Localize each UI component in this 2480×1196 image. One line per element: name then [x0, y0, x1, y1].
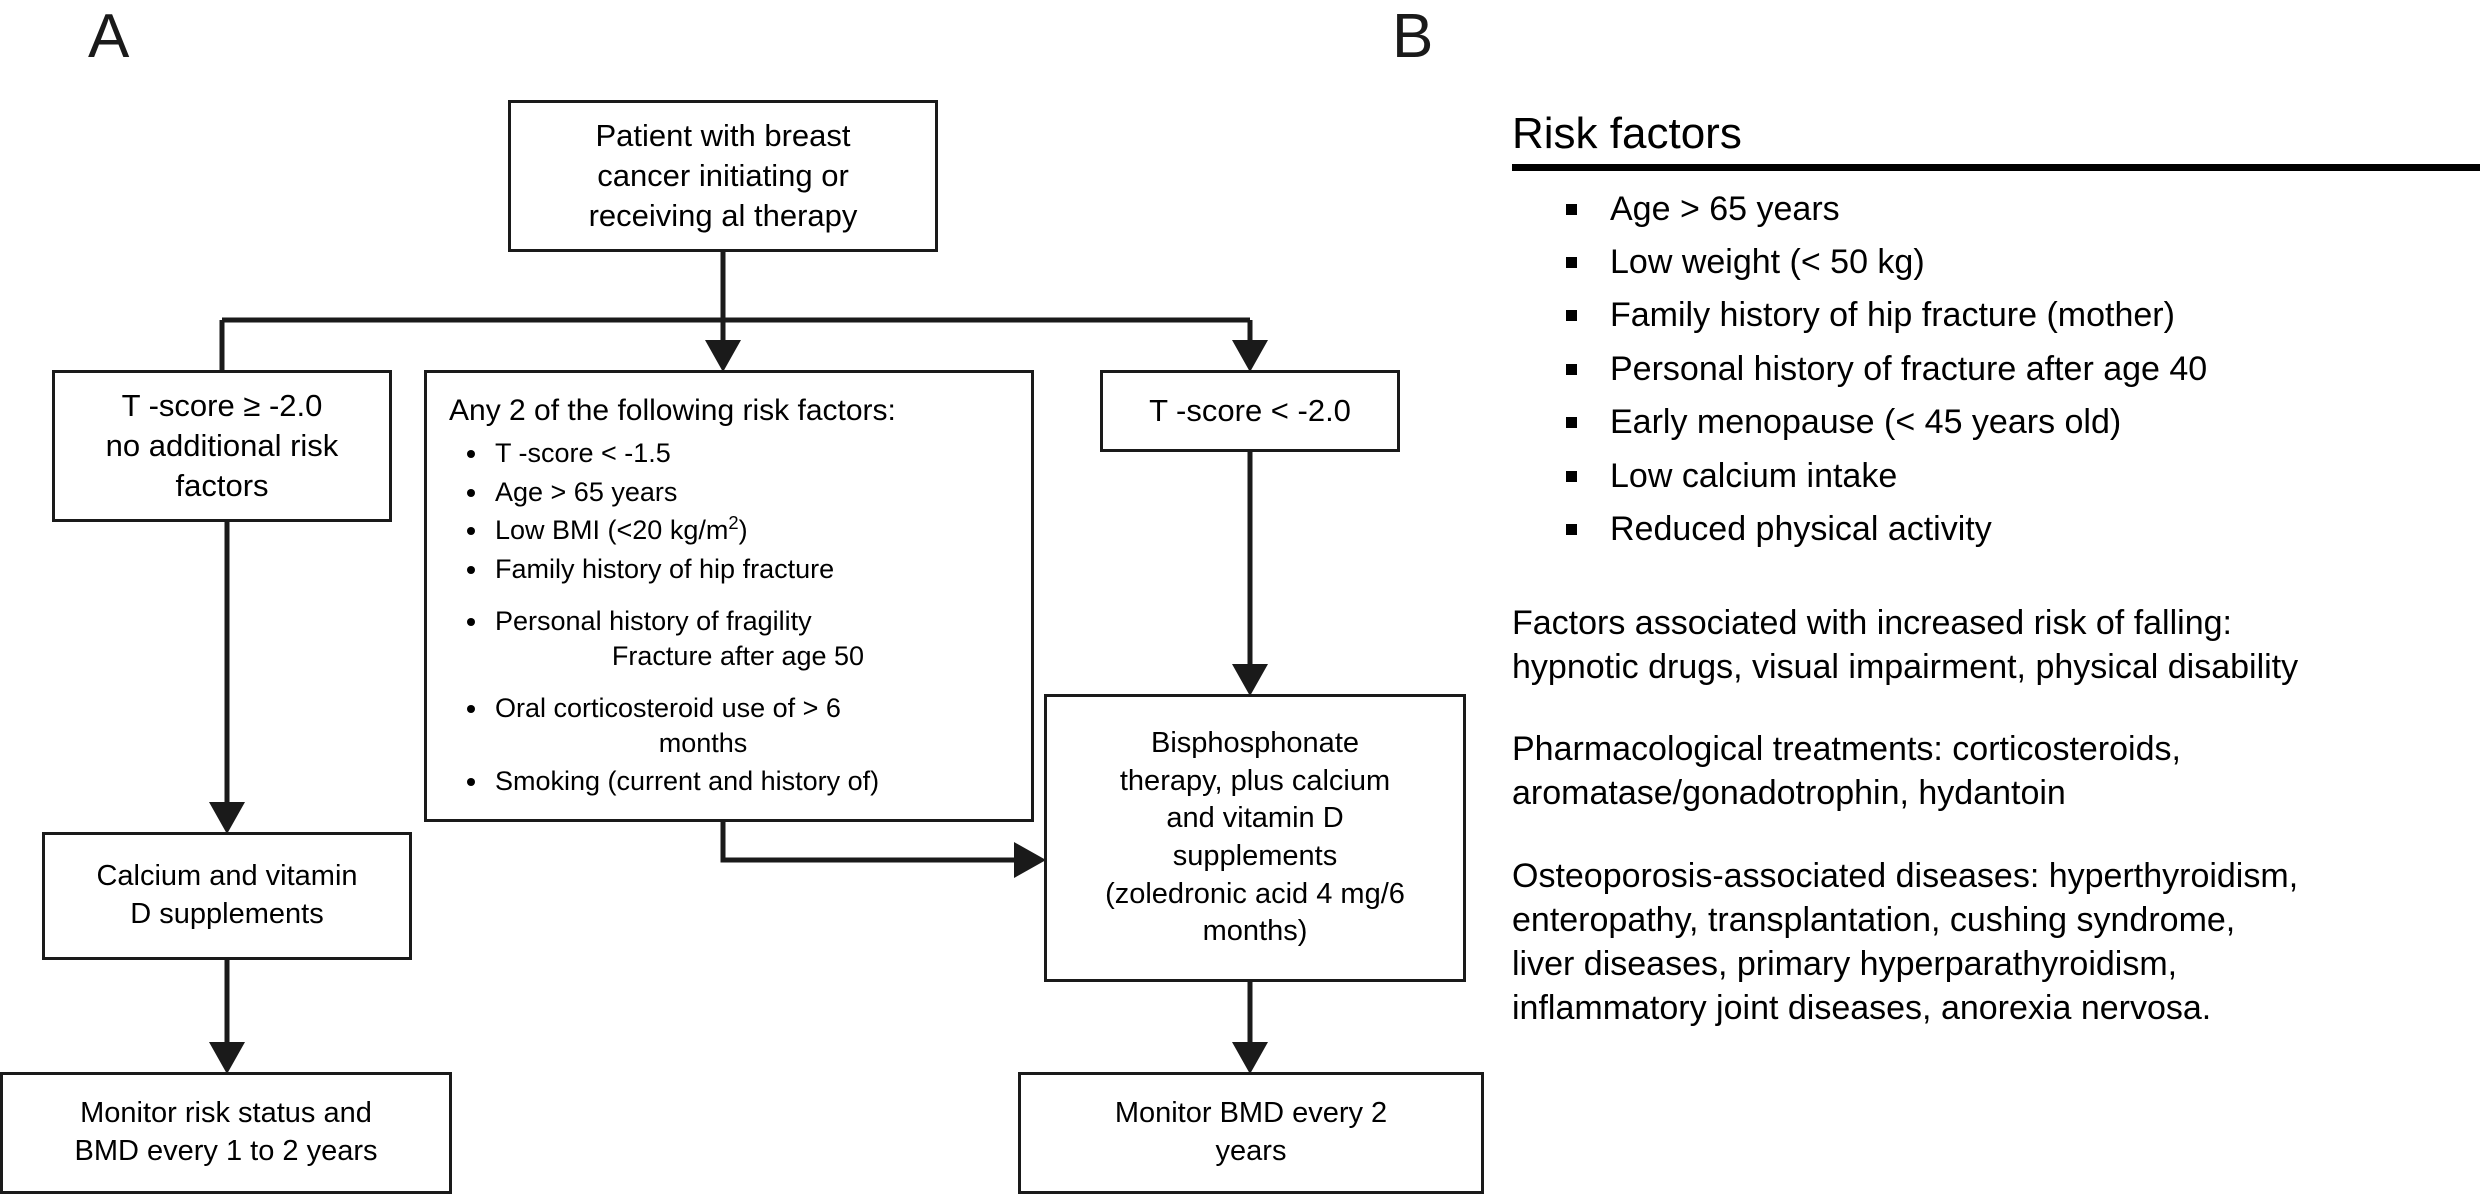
node-tscore-high: T -score ≥ -2.0 no additional risk facto…	[52, 370, 392, 522]
riskbox-item: Smoking (current and history of)	[461, 764, 1021, 799]
riskbox-item: Family history of hip fracture	[461, 552, 1021, 587]
osteoporosis-line: enteropathy, transplantation, cushing sy…	[1512, 900, 2236, 939]
arrowhead-monitor-left	[209, 1042, 245, 1074]
falling-risk-line: hypnotic drugs, visual impairment, physi…	[1512, 647, 2299, 686]
pharmacological-line: aromatase/gonadotrophin, hydantoin	[1512, 774, 2066, 813]
wire-riskbox-to-bisphos	[720, 822, 1030, 863]
riskbox-item-text: Age > 65 years	[495, 476, 678, 507]
node-risk-factor-criteria: Any 2 of the following risk factors: T -…	[424, 370, 1034, 822]
node-monitor-right-line1: Monitor BMD every 2	[1114, 1097, 1388, 1130]
node-bisphos-line2: therapy, plus calcium	[1119, 764, 1391, 797]
pharmacological-line: Pharmacological treatments: corticostero…	[1512, 730, 2181, 769]
risk-factors-list: Age > 65 years Low weight (< 50 kg) Fami…	[1512, 189, 2452, 551]
node-top-line2: cancer initiating or	[597, 157, 849, 193]
arrowhead-bisphos-left	[1014, 842, 1046, 878]
node-tscore-low: T -score < -2.0	[1100, 370, 1400, 452]
node-tscore-high-line2: no additional risk	[105, 427, 339, 463]
node-tscore-low-line1: T -score < -2.0	[1149, 392, 1351, 428]
node-patient-initiating-ai-therapy: Patient with breast cancer initiating or…	[508, 100, 938, 252]
risk-factor-item: Early menopause (< 45 years old)	[1564, 402, 2452, 443]
node-tscore-high-line1: T -score ≥ -2.0	[121, 387, 323, 423]
node-calcium-line2: D supplements	[130, 898, 324, 930]
falling-risk-paragraph: Factors associated with increased risk o…	[1512, 563, 2452, 689]
osteoporosis-line: liver diseases, primary hyperparathyroid…	[1512, 944, 2178, 983]
riskbox-item-superscript: 2	[728, 512, 739, 534]
riskbox-item-continuation: Fracture after age 50	[611, 640, 865, 671]
node-monitor-bmd: Monitor BMD every 2 years	[1018, 1072, 1484, 1194]
heading-rule	[1512, 163, 2480, 171]
node-calcium-line1: Calcium and vitamin	[96, 860, 358, 893]
pharmacological-treatments-paragraph: Pharmacological treatments: corticostero…	[1512, 689, 2452, 815]
arrowhead-centre-branch	[705, 340, 741, 372]
riskbox-item-text: Personal history of fragility	[495, 606, 812, 637]
risk-factors-heading: Risk factors	[1512, 109, 1742, 158]
risk-factor-item: Age > 65 years	[1564, 189, 2452, 230]
riskbox-item: Age > 65 years	[461, 475, 1021, 510]
arrowhead-calcium	[209, 802, 245, 834]
riskbox-item-tail: )	[738, 515, 748, 546]
riskbox-item: T -score < -1.5	[461, 436, 1021, 471]
riskbox-item-text: Smoking (current and history of)	[495, 766, 880, 797]
risk-factor-item: Family history of hip fracture (mother)	[1564, 295, 2452, 336]
node-bisphos-line4: supplements	[1172, 840, 1338, 872]
arrowhead-monitor-right	[1232, 1042, 1268, 1074]
riskbox-item-text: Family history of hip fracture	[495, 553, 835, 584]
falling-risk-line: Factors associated with increased risk o…	[1512, 603, 2232, 642]
node-monitor-left-line1: Monitor risk status and	[80, 1097, 372, 1130]
osteoporosis-line: Osteoporosis-associated diseases: hypert…	[1512, 856, 2299, 895]
riskbox-item: Oral corticosteroid use of > 6 months	[461, 691, 1021, 760]
arrowhead-bisphos-top	[1232, 664, 1268, 696]
riskbox-item-text: Low BMI (<20 kg/m	[495, 515, 729, 546]
panel-label-b: B	[1392, 2, 1434, 71]
node-bisphos-line1: Bisphosphonate	[1151, 726, 1359, 759]
node-top-line1: Patient with breast	[595, 117, 851, 153]
node-calcium-vitamin-d: Calcium and vitamin D supplements	[42, 832, 412, 960]
risk-factor-item: Low calcium intake	[1564, 456, 2452, 497]
node-monitor-right-line2: years	[1215, 1135, 1287, 1167]
node-bisphos-line6: months)	[1202, 915, 1308, 948]
osteoporosis-line: inflammatory joint diseases, anorexia ne…	[1512, 989, 2212, 1028]
arrowhead-right-branch	[1232, 340, 1268, 372]
node-monitor-risk-status: Monitor risk status and BMD every 1 to 2…	[0, 1072, 452, 1194]
osteoporosis-diseases-paragraph: Osteoporosis-associated diseases: hypert…	[1512, 816, 2452, 1031]
riskbox-item-continuation: months	[658, 727, 748, 758]
risk-factor-item: Reduced physical activity	[1564, 509, 2452, 550]
riskbox-item-text: T -score < -1.5	[495, 438, 671, 468]
node-top-line3: receiving al therapy	[588, 198, 858, 234]
risk-factor-item: Personal history of fracture after age 4…	[1564, 349, 2452, 390]
riskbox-title: Any 2 of the following risk factors:	[449, 394, 896, 427]
node-bisphosphonate-therapy: Bisphosphonate therapy, plus calcium and…	[1044, 694, 1466, 982]
node-tscore-high-line3: factors	[175, 468, 269, 504]
risk-factor-item: Low weight (< 50 kg)	[1564, 242, 2452, 283]
node-bisphos-line3: and vitamin D	[1166, 802, 1344, 835]
node-bisphos-line5: (zoledronic acid 4 mg/6	[1105, 877, 1405, 910]
riskbox-list: T -score < -1.5 Age > 65 years Low BMI (…	[427, 436, 1031, 799]
risk-factors-panel: Risk factors Age > 65 years Low weight (…	[1512, 109, 2480, 1031]
riskbox-item: Personal history of fragility Fracture a…	[461, 604, 1021, 673]
riskbox-item: Low BMI (<20 kg/m2)	[461, 513, 1021, 548]
riskbox-item-text: Oral corticosteroid use of > 6	[495, 693, 841, 724]
panel-label-a: A	[88, 2, 130, 71]
node-monitor-left-line2: BMD every 1 to 2 years	[74, 1135, 378, 1167]
